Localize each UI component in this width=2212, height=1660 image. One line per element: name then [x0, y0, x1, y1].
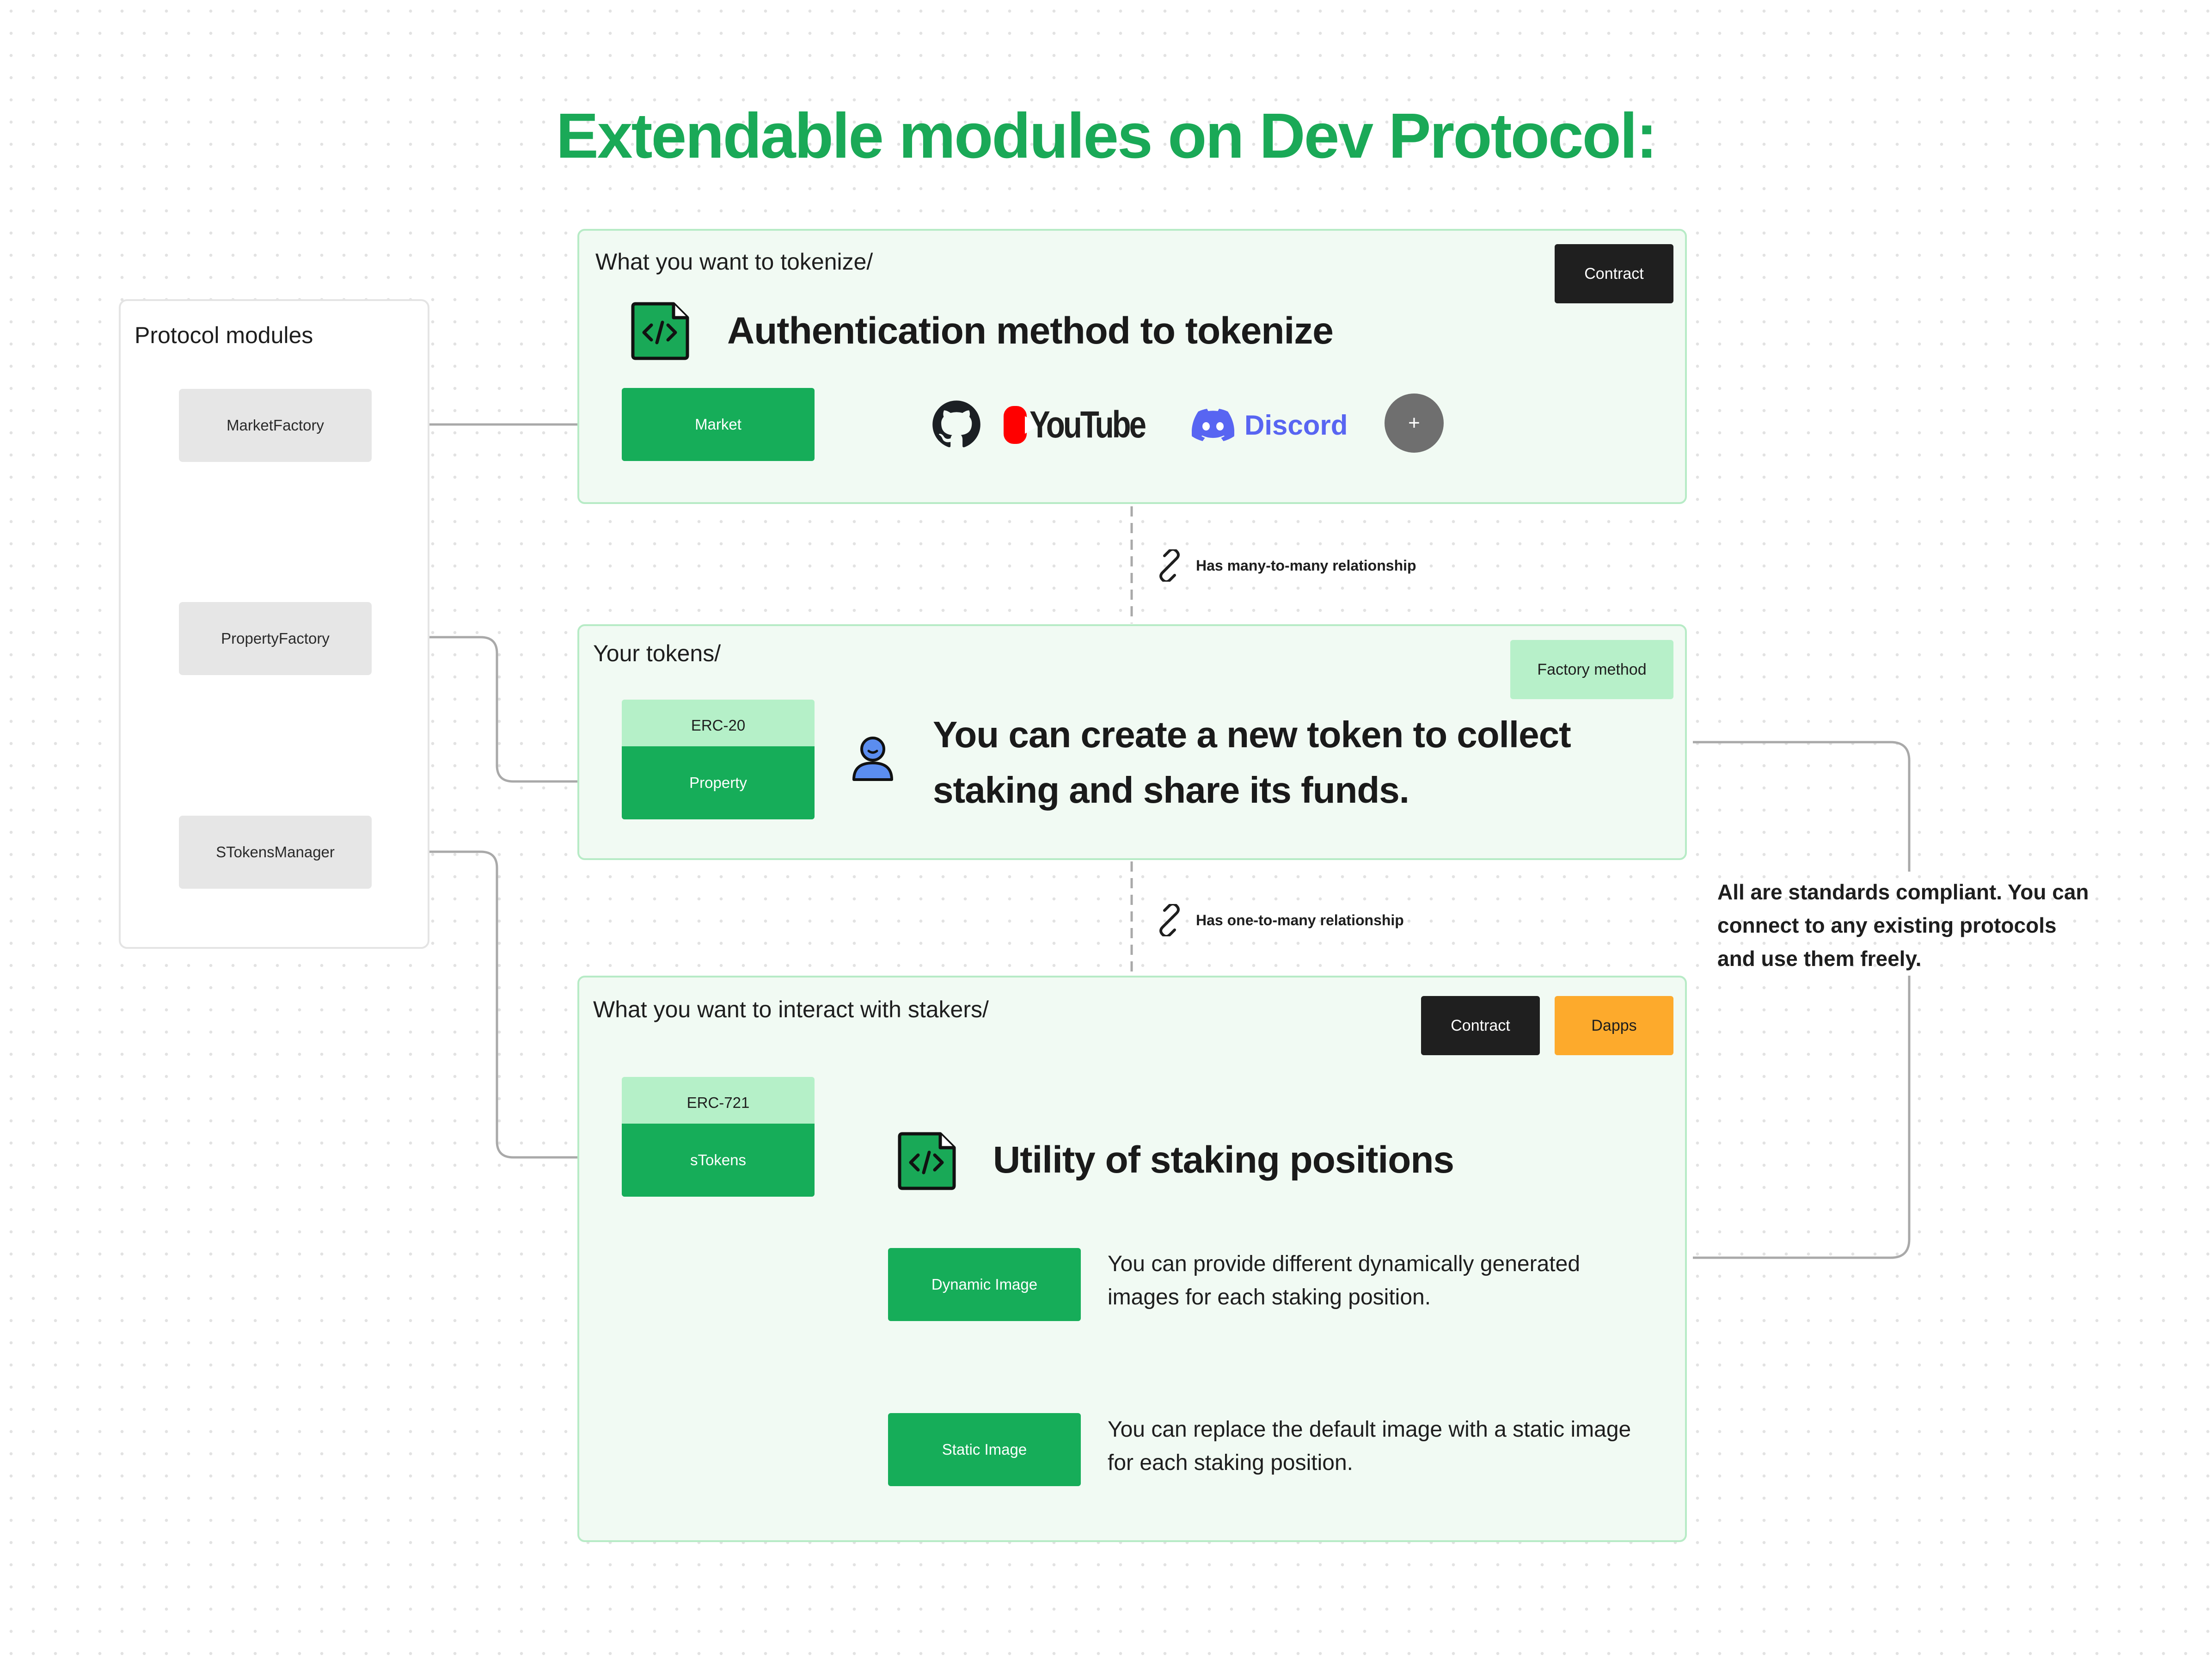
tokens-panel: Your tokens/ Factory method ERC-20 Prope… — [577, 624, 1687, 860]
contract-tag-2: Contract — [1421, 996, 1540, 1055]
tokens-panel-label: Your tokens/ — [593, 640, 721, 666]
factory-method-tag: Factory method — [1510, 640, 1673, 699]
static-desc-line-1: You can replace the default image with a… — [1108, 1417, 1631, 1442]
github-icon — [931, 400, 981, 449]
tokenize-heading: Authentication method to tokenize — [727, 310, 1334, 352]
protocol-modules-label: Protocol modules — [135, 322, 313, 348]
user-icon — [847, 733, 898, 784]
erc20-label: ERC-20 — [622, 700, 815, 751]
dynamic-image-description: You can provide different dynamically ge… — [1108, 1248, 1580, 1314]
static-image-box[interactable]: Static Image — [888, 1413, 1081, 1486]
erc721-label: ERC-721 — [622, 1077, 815, 1129]
youtube-play-icon — [1004, 406, 1041, 444]
youtube-wordmark: YouTube — [1029, 404, 1146, 446]
dynamic-desc-line-1: You can provide different dynamically ge… — [1108, 1252, 1581, 1276]
discord-logo: Discord — [1192, 404, 1367, 446]
page-title: Extendable modules on Dev Protocol: — [556, 100, 1657, 172]
discord-wordmark: Discord — [1244, 409, 1348, 441]
connector-propertyfactory-property — [372, 636, 622, 783]
youtube-logo: YouTube — [1004, 402, 1170, 448]
stokens-box[interactable]: sTokens — [622, 1124, 815, 1197]
code-file-icon-2 — [896, 1129, 958, 1192]
dapps-tag: Dapps — [1555, 996, 1673, 1055]
contract-tag: Contract — [1555, 244, 1673, 303]
side-bracket — [1693, 741, 1911, 1259]
propertyfactory-module[interactable]: PropertyFactory — [179, 602, 372, 675]
tokens-heading: You can create a new token to collect st… — [933, 707, 1571, 818]
code-file-icon — [629, 299, 692, 362]
market-box[interactable]: Market — [622, 388, 815, 461]
tokens-heading-line-2: staking and share its funds. — [933, 769, 1409, 811]
static-desc-line-2: for each staking position. — [1108, 1451, 1353, 1475]
tokens-heading-line-1: You can create a new token to collect — [933, 714, 1571, 755]
standards-note-line-2: connect to any existing protocols — [1717, 913, 2057, 937]
stakers-panel: What you want to interact with stakers/ … — [577, 976, 1687, 1542]
discord-icon — [1192, 409, 1234, 441]
link-icon — [1159, 549, 1180, 582]
dynamic-desc-line-2: images for each staking position. — [1108, 1285, 1431, 1310]
standards-note: All are standards compliant. You can con… — [1717, 875, 2161, 975]
stokensmanager-module[interactable]: STokensManager — [179, 816, 372, 889]
property-box[interactable]: Property — [622, 746, 815, 819]
relation-2-label: Has one-to-many relationship — [1196, 911, 1404, 928]
more-platforms-button[interactable]: + — [1385, 393, 1444, 453]
relation-many-to-many: Has many-to-many relationship — [1153, 549, 1416, 582]
standards-note-line-1: All are standards compliant. You can — [1717, 880, 2089, 904]
standards-note-line-3: and use them freely. — [1717, 947, 1922, 971]
static-image-description: You can replace the default image with a… — [1108, 1413, 1631, 1480]
relation-one-to-many: Has one-to-many relationship — [1153, 904, 1404, 936]
protocol-modules-panel: Protocol modules MarketFactory PropertyF… — [119, 299, 429, 949]
marketfactory-module[interactable]: MarketFactory — [179, 389, 372, 462]
tokenize-panel: What you want to tokenize/ Contract Auth… — [577, 229, 1687, 504]
staking-utility-heading: Utility of staking positions — [993, 1139, 1454, 1181]
link-icon — [1159, 904, 1180, 936]
relation-1-label: Has many-to-many relationship — [1196, 557, 1416, 574]
dynamic-image-box[interactable]: Dynamic Image — [888, 1248, 1081, 1321]
connector-stokensmanager-stokens — [372, 850, 622, 1159]
stakers-panel-label: What you want to interact with stakers/ — [593, 996, 989, 1022]
tokenize-panel-label: What you want to tokenize/ — [595, 249, 873, 275]
